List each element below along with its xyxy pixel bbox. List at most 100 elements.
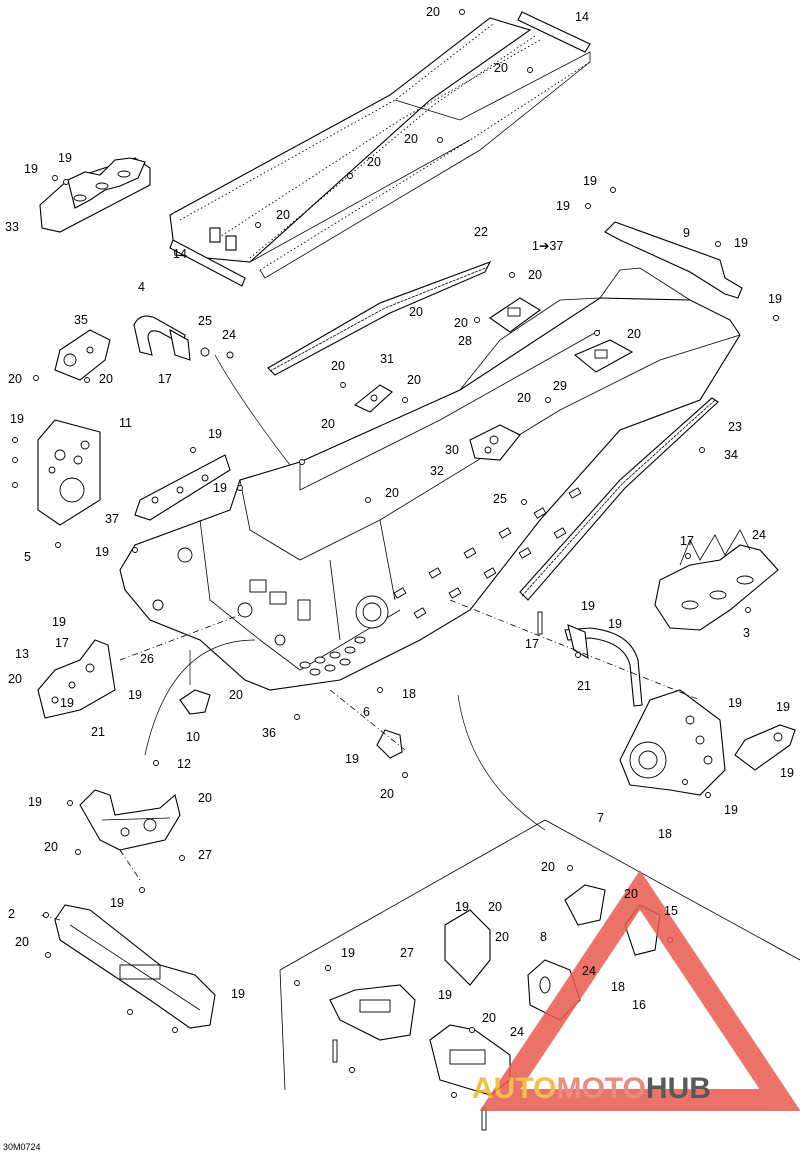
callout-label: 19 [768, 292, 782, 306]
callout-label: 17 [55, 636, 69, 650]
callout-label: 14 [575, 10, 589, 24]
callout-label: 25 [198, 314, 212, 328]
callout-label: 20 [482, 1011, 496, 1025]
callout-label: 18 [402, 687, 416, 701]
callout-label: 18 [658, 827, 672, 841]
callout-label: 20 [488, 900, 502, 914]
callout-label: 20 [198, 791, 212, 805]
leader-lines [39, 354, 701, 921]
callout-label: 19 [95, 545, 109, 559]
callout-label: 6 [363, 705, 370, 719]
callout-label: 19 [213, 481, 227, 495]
callout-label: 19 [341, 946, 355, 960]
callout-label: 20 [624, 887, 638, 901]
callout-label: 19 [728, 696, 742, 710]
callout-label: 20 [380, 787, 394, 801]
bracket-36 [734, 724, 796, 771]
callout-label: 31 [380, 352, 394, 366]
callout-label: 20 [404, 132, 418, 146]
callout-label: 9 [683, 226, 690, 240]
watermark-part-3: HUB [646, 1072, 711, 1105]
bracket-13 [179, 689, 211, 715]
callout-label: 7 [597, 811, 604, 825]
callout-label: 20 [331, 359, 345, 373]
callout-label: 20 [8, 672, 22, 686]
callout-label: 24 [752, 528, 766, 542]
callout-label: 20 [528, 268, 542, 282]
callout-label: 28 [458, 334, 472, 348]
callout-label: 19 [581, 599, 595, 613]
callout-label: 11 [119, 416, 132, 430]
bracket-28 [489, 297, 541, 333]
bracket-6 [376, 729, 403, 759]
callout-label: 19 [128, 688, 142, 702]
plate-12 [619, 689, 726, 796]
callout-label: 5 [24, 550, 31, 564]
callout-label: 23 [728, 420, 742, 434]
callout-label: 24 [510, 1025, 524, 1039]
handle-4 [133, 315, 234, 361]
callout-label: 19 [231, 987, 245, 1001]
bracket-30 [469, 424, 521, 461]
plate-11 [37, 419, 101, 526]
callout-label: 19 [734, 236, 748, 250]
callout-label: 1➔37 [532, 239, 563, 253]
callout-label: 20 [495, 930, 509, 944]
inset-frame [279, 819, 800, 1091]
callout-label: 19 [780, 766, 794, 780]
callout-label: 20 [229, 688, 243, 702]
callout-label: 32 [430, 464, 444, 478]
callout-label: 19 [10, 412, 24, 426]
callout-label: 20 [385, 486, 399, 500]
callout-label: 13 [15, 647, 29, 661]
slide-23 [519, 397, 719, 601]
bracket-35 [54, 329, 111, 381]
rail-strip [169, 11, 591, 287]
callout-label: 20 [407, 373, 421, 387]
callout-label: 19 [724, 803, 738, 817]
callout-label: 21 [577, 679, 591, 693]
callout-label: 19 [24, 162, 38, 176]
callout-label: 20 [517, 391, 531, 405]
handle-5 [564, 624, 643, 707]
callout-label: 21 [91, 725, 105, 739]
callout-label: 33 [5, 220, 19, 234]
bracket-10 [79, 789, 181, 851]
top-tunnel-outline [169, 17, 591, 279]
callout-label: 34 [724, 448, 738, 462]
plate-9 [604, 221, 743, 299]
callout-label: 19 [556, 199, 570, 213]
bracket-3 [37, 639, 116, 719]
callout-label: 20 [276, 208, 290, 222]
slide-22 [267, 260, 492, 376]
callout-label: 19 [583, 174, 597, 188]
bracket-37 [134, 454, 231, 521]
callout-label: 20 [541, 860, 555, 874]
callout-label: 17 [680, 534, 694, 548]
callout-label: 27 [198, 848, 212, 862]
callout-label: 12 [177, 757, 191, 771]
callout-label: 27 [400, 946, 414, 960]
callout-label: 20 [15, 935, 29, 949]
crossmember-2 [54, 904, 216, 1029]
callout-label: 26 [140, 652, 154, 666]
callout-label: 37 [105, 512, 119, 526]
watermark-part-2: MOTO [556, 1072, 645, 1105]
callout-label: 19 [608, 617, 622, 631]
bracket-31 [353, 384, 393, 413]
callout-label: 20 [494, 61, 508, 75]
watermark-logo: AUTOMOTOHUB [472, 870, 800, 1111]
callout-label: 2 [8, 907, 15, 921]
callout-label: 35 [74, 313, 88, 327]
callout-label: 20 [321, 417, 335, 431]
callout-label: 19 [208, 427, 222, 441]
callout-label: 16 [632, 998, 646, 1012]
callout-label: 19 [345, 752, 359, 766]
bracket-29 [573, 339, 634, 373]
callout-label: 25 [493, 492, 507, 506]
callout-label: 14 [173, 247, 187, 261]
callout-label: 19 [60, 696, 74, 710]
callout-label: 19 [438, 988, 452, 1002]
callout-label: 24 [582, 964, 596, 978]
